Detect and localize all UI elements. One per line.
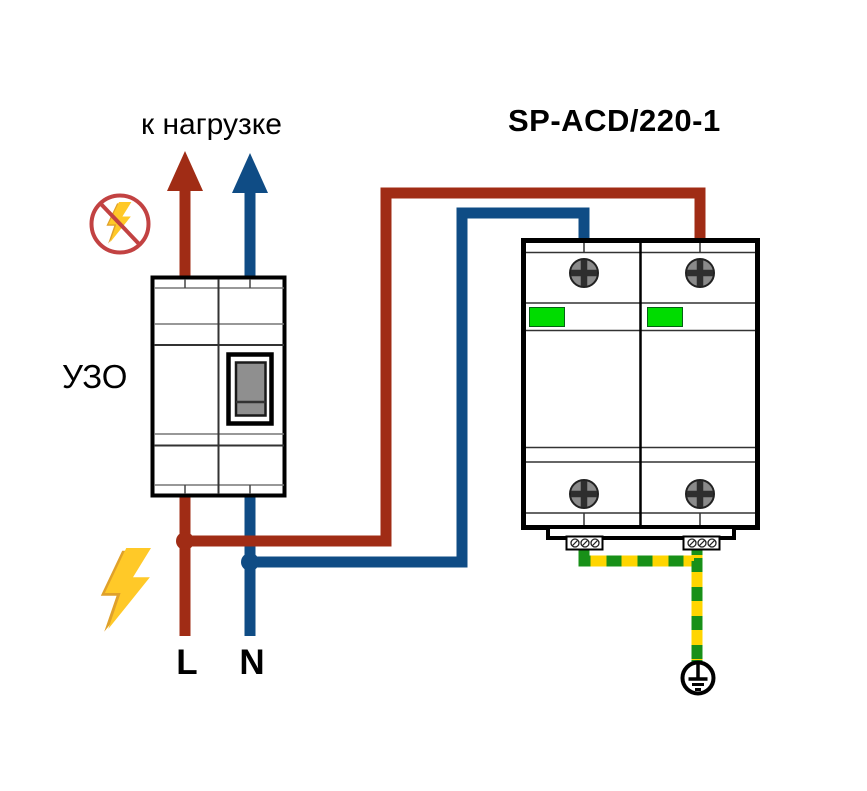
rcd-label: УЗО [62,358,128,395]
screw-icon [570,259,598,287]
phase-wire [179,187,706,636]
neutral-arrow [232,153,268,277]
surge-icon [100,548,151,632]
device-title: SP-ACD/220-1 [508,103,721,138]
rcd-device [150,275,287,498]
phase-junction-dot [176,532,194,550]
terminal-block-right [682,535,721,551]
screw-icon [686,480,714,508]
neutral-junction-dot [241,553,259,571]
neutral-label: N [239,643,265,682]
indicator-window-left [529,307,565,327]
load-label: к нагрузке [141,108,282,141]
spd-device [521,238,760,530]
earth-ground-icon [680,660,716,696]
ground-wire [578,546,703,663]
indicator-window-right [647,307,683,327]
screw-icon [570,480,598,508]
no-surge-icon [89,193,151,255]
rcd-switch [226,352,274,426]
phase-label: L [176,643,198,682]
terminal-block-left [565,535,604,551]
screw-icon [686,259,714,287]
spd-base [546,525,736,551]
phase-arrow [167,151,203,277]
